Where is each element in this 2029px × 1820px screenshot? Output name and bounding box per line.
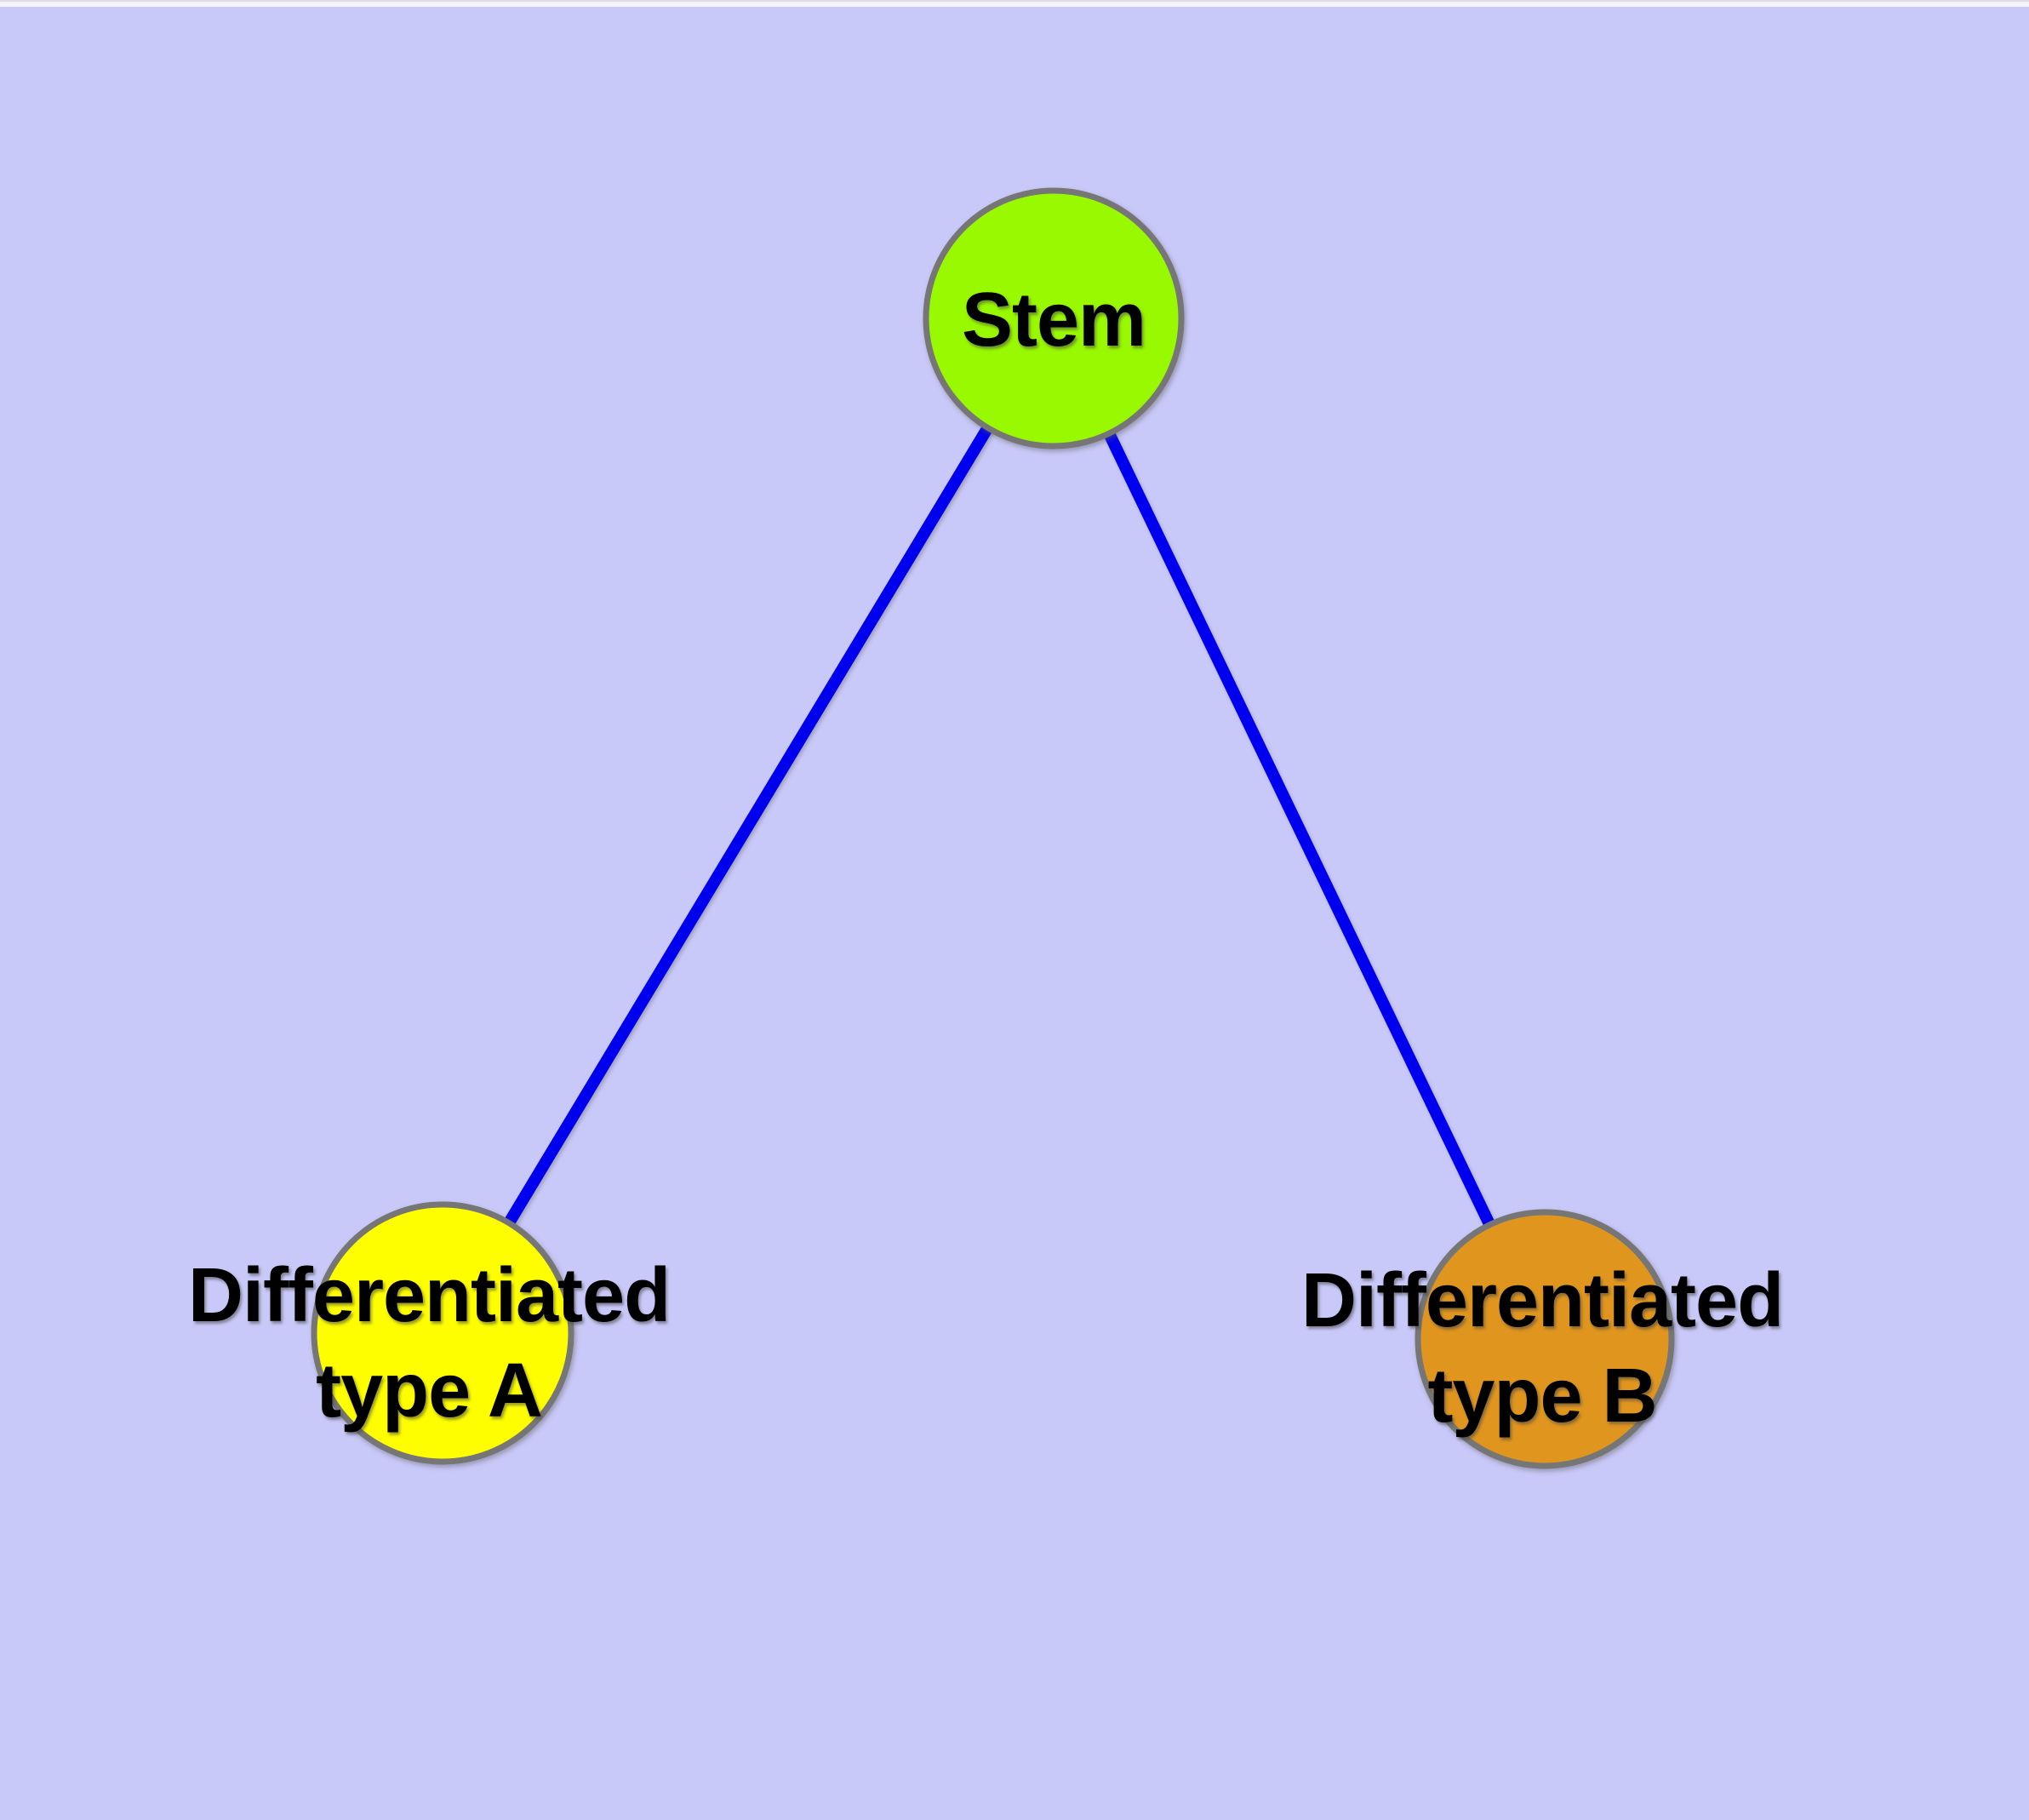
edge-stem-to-type-b[interactable] <box>1048 315 1551 1342</box>
node-label-type-a-line2: type A <box>316 1348 543 1434</box>
node-differentiated-type-b[interactable] <box>1415 1209 1675 1469</box>
node-label-type-a-line1: Differentiated <box>187 1253 671 1338</box>
node-stem[interactable] <box>923 187 1185 449</box>
window-top-edge <box>0 0 2029 7</box>
node-differentiated-type-a[interactable] <box>311 1201 574 1465</box>
node-label-type-b-line1: Differentiated <box>1300 1258 1784 1343</box>
node-label-differentiated-type-a: Differentiated type A <box>187 1248 671 1439</box>
node-label-type-b-line2: type B <box>1427 1354 1657 1439</box>
node-label-differentiated-type-b: Differentiated type B <box>1300 1253 1784 1444</box>
node-label-stem-text: Stem <box>961 278 1146 363</box>
edge-stem-to-type-a[interactable] <box>437 315 1059 1336</box>
node-label-stem: Stem <box>962 272 1146 368</box>
